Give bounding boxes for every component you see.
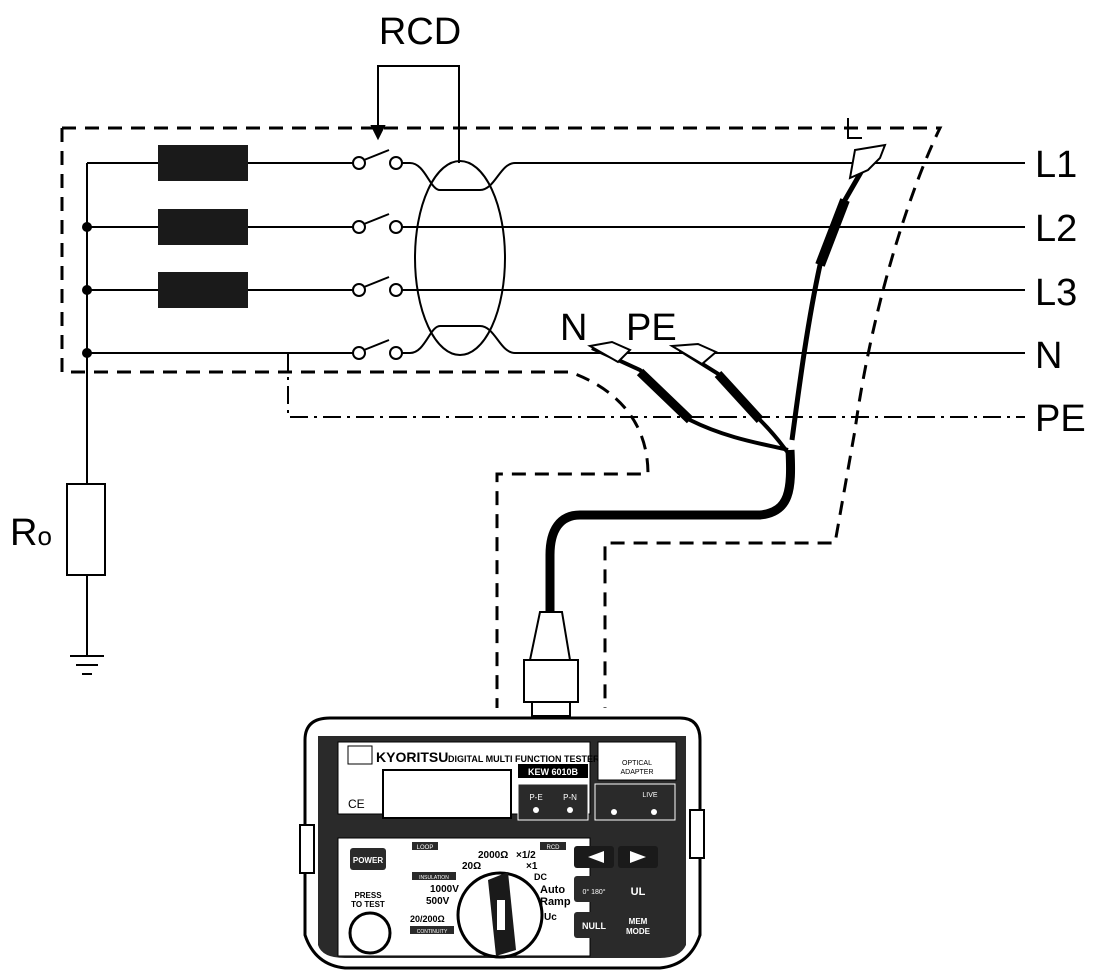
distribution-board-enclosure bbox=[60, 126, 943, 708]
tester-model: KEW 6010B bbox=[528, 767, 579, 777]
pn-indicator: P-N bbox=[563, 793, 577, 802]
auto-label: Auto bbox=[540, 884, 565, 896]
range-x12: ×1/2 bbox=[516, 850, 536, 861]
ul-button[interactable]: UL bbox=[631, 886, 646, 898]
l2-label: L2 bbox=[1035, 208, 1077, 250]
n-label: N bbox=[1035, 335, 1062, 377]
supply-star-point bbox=[70, 163, 104, 675]
ro-label: Ro bbox=[10, 512, 52, 554]
rcd-tag: RCD bbox=[547, 845, 561, 851]
to-test-label: TO TEST bbox=[351, 900, 385, 909]
range-x1: ×1 bbox=[526, 861, 538, 872]
adapter-label: ADAPTER bbox=[620, 769, 653, 776]
probe-n-label: N bbox=[560, 307, 587, 349]
ramp-label: Ramp bbox=[540, 896, 571, 908]
null-button[interactable]: NULL bbox=[582, 921, 606, 931]
press-label: PRESS bbox=[354, 891, 382, 900]
range-20-200: 20/200Ω bbox=[410, 914, 445, 924]
test-button[interactable] bbox=[348, 911, 392, 955]
loop-tag: LOOP bbox=[417, 845, 434, 851]
rcd-toroid bbox=[414, 160, 506, 356]
phase-conductors bbox=[87, 162, 1025, 354]
brand-text: KYORITSU bbox=[376, 749, 448, 765]
range-2000: 2000Ω bbox=[478, 850, 508, 861]
ce-mark: CE bbox=[348, 797, 365, 811]
dc-label: DC bbox=[534, 872, 547, 882]
range-20: 20Ω bbox=[462, 861, 481, 872]
live-indicator: LIVE bbox=[642, 792, 658, 799]
pe-label: PE bbox=[1035, 398, 1086, 440]
rcd-label: RCD bbox=[379, 11, 461, 53]
l1-label: L1 bbox=[1035, 144, 1077, 186]
uc-label: Uc bbox=[544, 912, 557, 923]
probe-hook bbox=[847, 118, 862, 139]
crocodile-clips bbox=[587, 143, 887, 366]
power-button[interactable]: POWER bbox=[353, 856, 383, 865]
rcd-indicator-bracket bbox=[370, 65, 460, 163]
pe-indicator: P-E bbox=[529, 793, 542, 802]
continuity-tag: CONTINUITY bbox=[417, 929, 448, 935]
range-500v: 500V bbox=[426, 896, 450, 907]
loads bbox=[158, 145, 248, 308]
earth-resistor-ro bbox=[66, 483, 106, 576]
range-1000v: 1000V bbox=[430, 884, 459, 895]
insulation-tag: INSULATION bbox=[419, 875, 449, 881]
l3-label: L3 bbox=[1035, 272, 1077, 314]
mode-label[interactable]: MODE bbox=[626, 927, 651, 936]
probe-pe-label: PE bbox=[626, 307, 677, 349]
optical-label: OPTICAL bbox=[622, 760, 652, 767]
rcd-switch-contacts bbox=[352, 149, 403, 360]
lead-connector-plug bbox=[523, 611, 579, 717]
test-leads bbox=[545, 158, 871, 620]
mem-label[interactable]: MEM bbox=[629, 917, 648, 926]
phase-angle-button[interactable]: 0° 180° bbox=[582, 888, 605, 896]
tester-title: DIGITAL MULTI FUNCTION TESTER bbox=[448, 754, 600, 764]
kyoritsu-tester: KYORITSU DIGITAL MULTI FUNCTION TESTER K… bbox=[299, 716, 705, 970]
